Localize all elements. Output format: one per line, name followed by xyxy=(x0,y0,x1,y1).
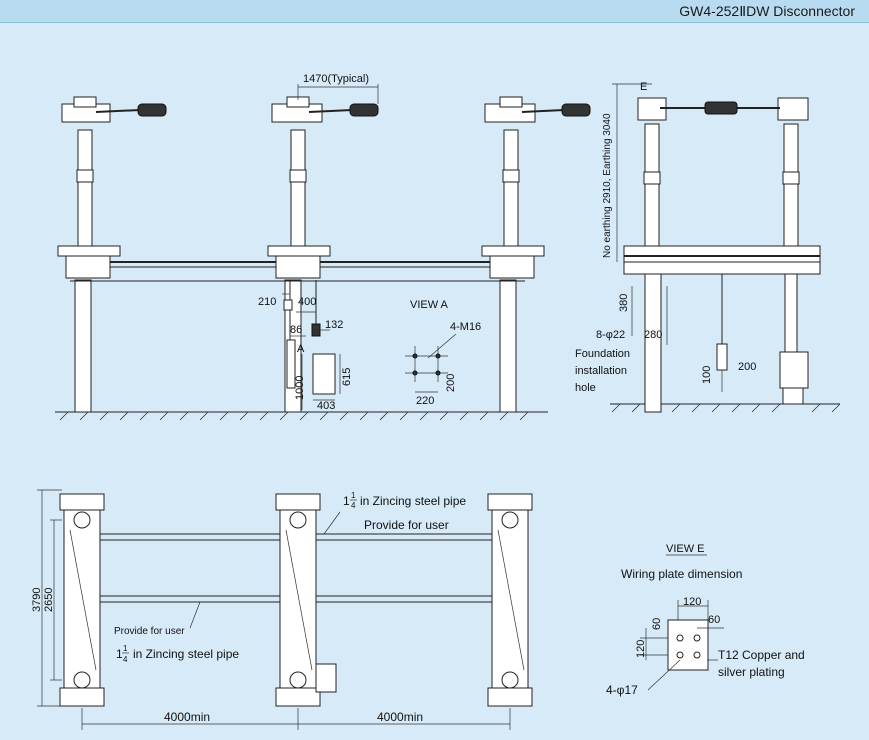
view-e-title: VIEW E xyxy=(666,543,705,555)
side-ground-hatch xyxy=(611,403,841,413)
dim-86: 86 xyxy=(290,324,302,336)
dim-4000-left: 4000min xyxy=(164,710,210,724)
dim-210: 210 xyxy=(258,296,276,308)
view-e-dim-120-top: 120 xyxy=(683,596,701,608)
fraction-num-bottom: 1 xyxy=(123,644,128,653)
view-e xyxy=(640,554,724,691)
bolt-label: 4-M16 xyxy=(450,321,481,333)
dim-4000-right: 4000min xyxy=(377,710,423,724)
dim-615: 615 xyxy=(341,368,353,386)
view-a-title: VIEW A xyxy=(410,299,449,311)
pipe-label-top: in Zincing steel pipe xyxy=(360,494,466,508)
fraction-whole-top: 1 xyxy=(343,494,350,508)
span-dimension xyxy=(297,84,379,104)
dim-400: 400 xyxy=(298,296,316,308)
drawing-title: GW4-252ⅡDW Disconnector xyxy=(679,3,855,19)
foundation-label-1: Foundation xyxy=(575,348,630,360)
dim-1000: 1000 xyxy=(294,376,306,400)
view-e-dim-60-right: 60 xyxy=(708,614,720,626)
dim-100-side: 100 xyxy=(701,366,713,384)
label-E: E xyxy=(640,81,647,93)
dim-200-side: 200 xyxy=(738,361,756,373)
side-view xyxy=(610,83,841,413)
provide-label-top: Provide for user xyxy=(364,518,449,532)
fraction-num-top: 1 xyxy=(351,491,356,500)
pole-left xyxy=(57,96,167,279)
dim-132: 132 xyxy=(325,319,343,331)
view-a: VIEW A 4-M16 220 200 xyxy=(405,299,481,407)
provide-label-bottom: Provide for user xyxy=(114,626,185,637)
dim-280: 280 xyxy=(644,329,662,341)
dim-3790: 3790 xyxy=(31,588,43,612)
label-A: A xyxy=(297,343,305,355)
header-bar: GW4-252ⅡDW Disconnector xyxy=(0,0,869,23)
dim-1470: 1470(Typical) xyxy=(303,73,369,85)
view-e-holes: 4-φ17 xyxy=(606,683,638,697)
view-e-note-2: silver plating xyxy=(718,665,785,679)
fraction-den-top: 4 xyxy=(351,501,356,510)
foundation-label-3: hole xyxy=(575,382,596,394)
view-e-dim-60-left: 60 xyxy=(651,618,663,630)
front-view: 1470(Typical) 210 400 86 132 A 1000 615 … xyxy=(55,73,591,421)
dim-200-view-a: 200 xyxy=(445,374,457,392)
fraction-whole-bottom: 1 xyxy=(116,647,123,661)
dim-403: 403 xyxy=(317,400,335,412)
operating-mechanism xyxy=(282,280,341,410)
pole-middle xyxy=(267,96,379,279)
front-ground-hatch xyxy=(59,411,529,421)
view-e-note-1: T12 Copper and xyxy=(718,648,805,662)
height-label: No earthing 2910, Earthing 3040 xyxy=(602,113,613,258)
plan-view xyxy=(37,489,533,730)
dim-380: 380 xyxy=(618,294,630,312)
holes-label-side: 8-φ22 xyxy=(596,329,625,341)
fraction-den-bottom: 4 xyxy=(123,655,128,664)
view-e-subtitle: Wiring plate dimension xyxy=(621,567,742,581)
dim-220: 220 xyxy=(416,395,434,407)
pipe-label-bottom: in Zincing steel pipe xyxy=(133,647,239,661)
dim-2650: 2650 xyxy=(43,588,55,612)
pole-right xyxy=(481,96,591,279)
foundation-label-2: installation xyxy=(575,365,627,377)
view-e-dim-120-left: 120 xyxy=(635,640,647,658)
